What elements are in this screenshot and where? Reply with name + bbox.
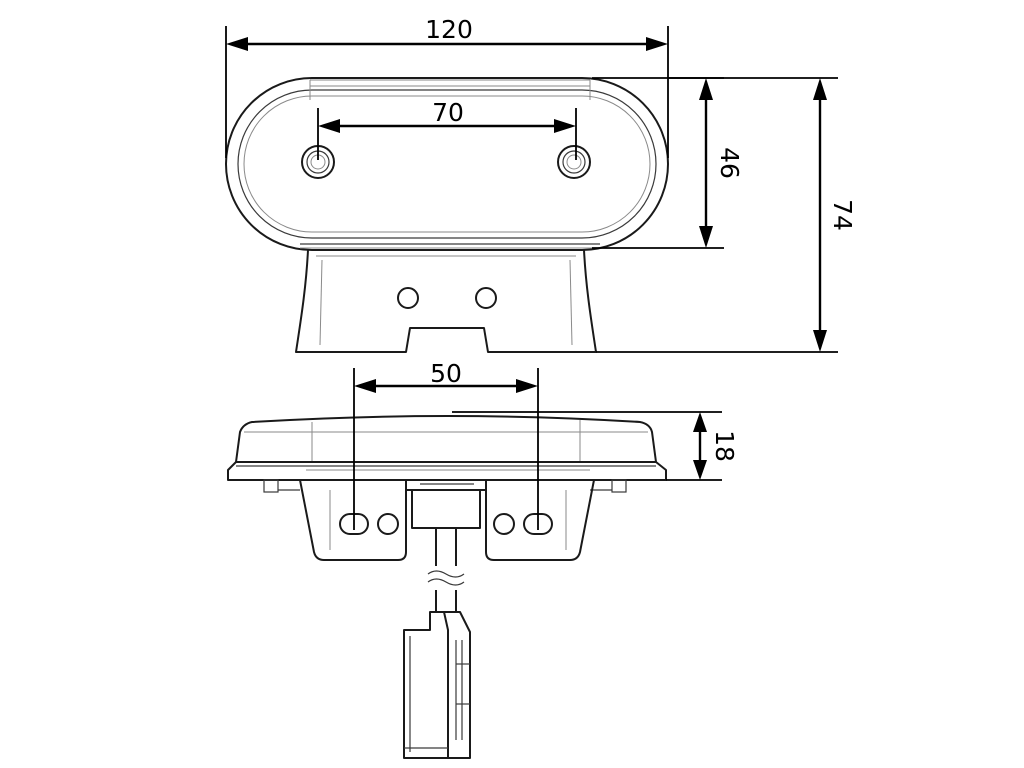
- dimension-label-74: 74: [828, 199, 857, 231]
- bracket-hole-right: [475, 287, 497, 309]
- side-view: [227, 415, 667, 759]
- bracket-hole-left: [397, 287, 419, 309]
- side-bracket-outline: [299, 479, 407, 561]
- lens-outline: [237, 89, 657, 239]
- dimension-lines: 120 70 46 74: [225, 15, 857, 530]
- front-view: [225, 77, 669, 353]
- cable-exit-block: [405, 479, 487, 491]
- mounting-hole-right: [557, 145, 591, 179]
- dimension-label-70: 70: [432, 98, 464, 127]
- base-flange-outline: [227, 461, 667, 481]
- dimension-label-18: 18: [710, 430, 739, 462]
- dimension-overall-height: 74: [596, 77, 857, 353]
- mounting-bracket-outline: [295, 249, 597, 353]
- dimension-label-50: 50: [430, 359, 462, 388]
- dimension-hole-spacing: 70: [317, 98, 577, 160]
- dimension-mount-spacing: 50: [353, 359, 539, 530]
- lamp-body-outline: [225, 77, 669, 251]
- dimension-depth: 18: [452, 411, 739, 481]
- dimension-label-46: 46: [715, 147, 744, 179]
- lens-inner-outline: [243, 95, 651, 233]
- dimension-overall-width: 120: [225, 15, 669, 158]
- dimension-label-120: 120: [425, 15, 473, 44]
- connector-plug: [403, 611, 471, 759]
- cable-break-symbol: [427, 570, 465, 578]
- dimension-lens-height: 46: [592, 77, 744, 249]
- lens-dome-outline: [235, 415, 657, 463]
